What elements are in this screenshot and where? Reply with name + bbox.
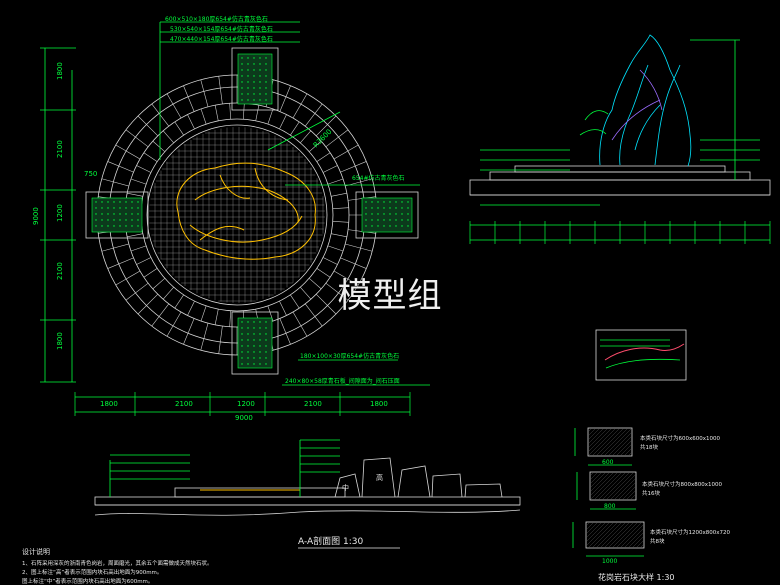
- stone-2-dim: 800: [604, 503, 616, 510]
- dim-v-total: 9000: [32, 207, 40, 225]
- notes-heading: 设计说明: [22, 547, 50, 556]
- notes-line-2: 2、图上标注“高”者表示范围内块石高出地面为900mm。: [22, 568, 162, 576]
- dim-radius: R3600: [312, 128, 334, 150]
- dim-h-1: 1800: [100, 400, 118, 408]
- dim-v-3: 1200: [56, 204, 64, 222]
- stone-detail-title: 花岗岩石块大样 1:30: [598, 572, 675, 582]
- dim-v-1: 1800: [56, 62, 64, 80]
- dim-v-2: 2100: [56, 140, 64, 158]
- dim-h-3: 1200: [237, 400, 255, 408]
- elevation-view: [469, 34, 771, 244]
- rock-outline: [176, 162, 316, 260]
- design-notes: 设计说明 1、石阵采用深灰的浙南青色岗岩，周面磨光，其余五个面需做成天然块石状。…: [22, 547, 213, 585]
- note-bottom-1: 180×100×30厚654#仿古青灰色石: [300, 352, 399, 360]
- stone-details: 本类石块尺寸为600x600x1000 共18块 本类石块尺寸为800x800x…: [572, 427, 731, 582]
- stone-1-count: 共18块: [640, 443, 658, 451]
- stone-1-text: 本类石块尺寸为600x600x1000: [640, 434, 721, 442]
- stone-2-text: 本类石块尺寸为800x800x1000: [642, 480, 723, 488]
- note-right: 654#仿古青灰色石: [352, 174, 404, 182]
- dim-v-4: 2100: [56, 262, 64, 280]
- stone-3-text: 本类石块尺寸为1200x800x720: [650, 528, 731, 536]
- plan-view: 1800 2100 1200 2100 1800 9000 750 R3600 …: [32, 15, 430, 422]
- dim-h-5: 1800: [370, 400, 388, 408]
- dim-h-2: 2100: [175, 400, 193, 408]
- dim-h-total: 9000: [235, 414, 253, 422]
- small-detail: [595, 329, 687, 381]
- note-top-2: 530×540×154厚654#仿古青灰色石: [170, 25, 273, 33]
- notes-line-3: 图上标注“中”者表示范围内块石高出地面为600mm。: [22, 577, 153, 585]
- stone-block-3: [585, 521, 645, 549]
- note-bottom-2: 240×80×58厚青石板_间隙面为_间石压面: [285, 377, 400, 385]
- planter-right: [355, 191, 419, 239]
- inner-ring-2: [146, 124, 328, 306]
- dim-750: 750: [84, 170, 97, 178]
- section-label-high: 高: [376, 473, 383, 482]
- dim-h-4: 2100: [304, 400, 322, 408]
- stone-3-count: 共8块: [650, 537, 665, 545]
- watermark: 模型组: [337, 276, 443, 316]
- stone-1-dim: 600: [602, 459, 614, 466]
- section-title: A-A剖面图 1:30: [298, 535, 364, 547]
- note-top-3: 470×440×154厚654#仿古青灰色石: [170, 35, 273, 43]
- planter-bottom: [231, 311, 279, 375]
- planter-top: [231, 47, 279, 111]
- section-label-mid: 中: [342, 483, 349, 492]
- section-aa: 中 高 A-A剖面图 1:30: [94, 439, 521, 549]
- dim-v-5: 1800: [56, 332, 64, 350]
- notes-line-1: 1、石阵采用深灰的浙南青色岗岩，周面磨光，其余五个面需做成天然块石状。: [22, 559, 213, 567]
- note-top-1: 600×510×180厚654#仿古青灰色石: [165, 15, 268, 23]
- stone-block-2: [589, 471, 637, 501]
- stone-2-count: 共16块: [642, 489, 660, 497]
- planter-left: [85, 191, 149, 239]
- stone-block-1: [587, 427, 633, 457]
- stone-3-dim: 1000: [602, 558, 617, 565]
